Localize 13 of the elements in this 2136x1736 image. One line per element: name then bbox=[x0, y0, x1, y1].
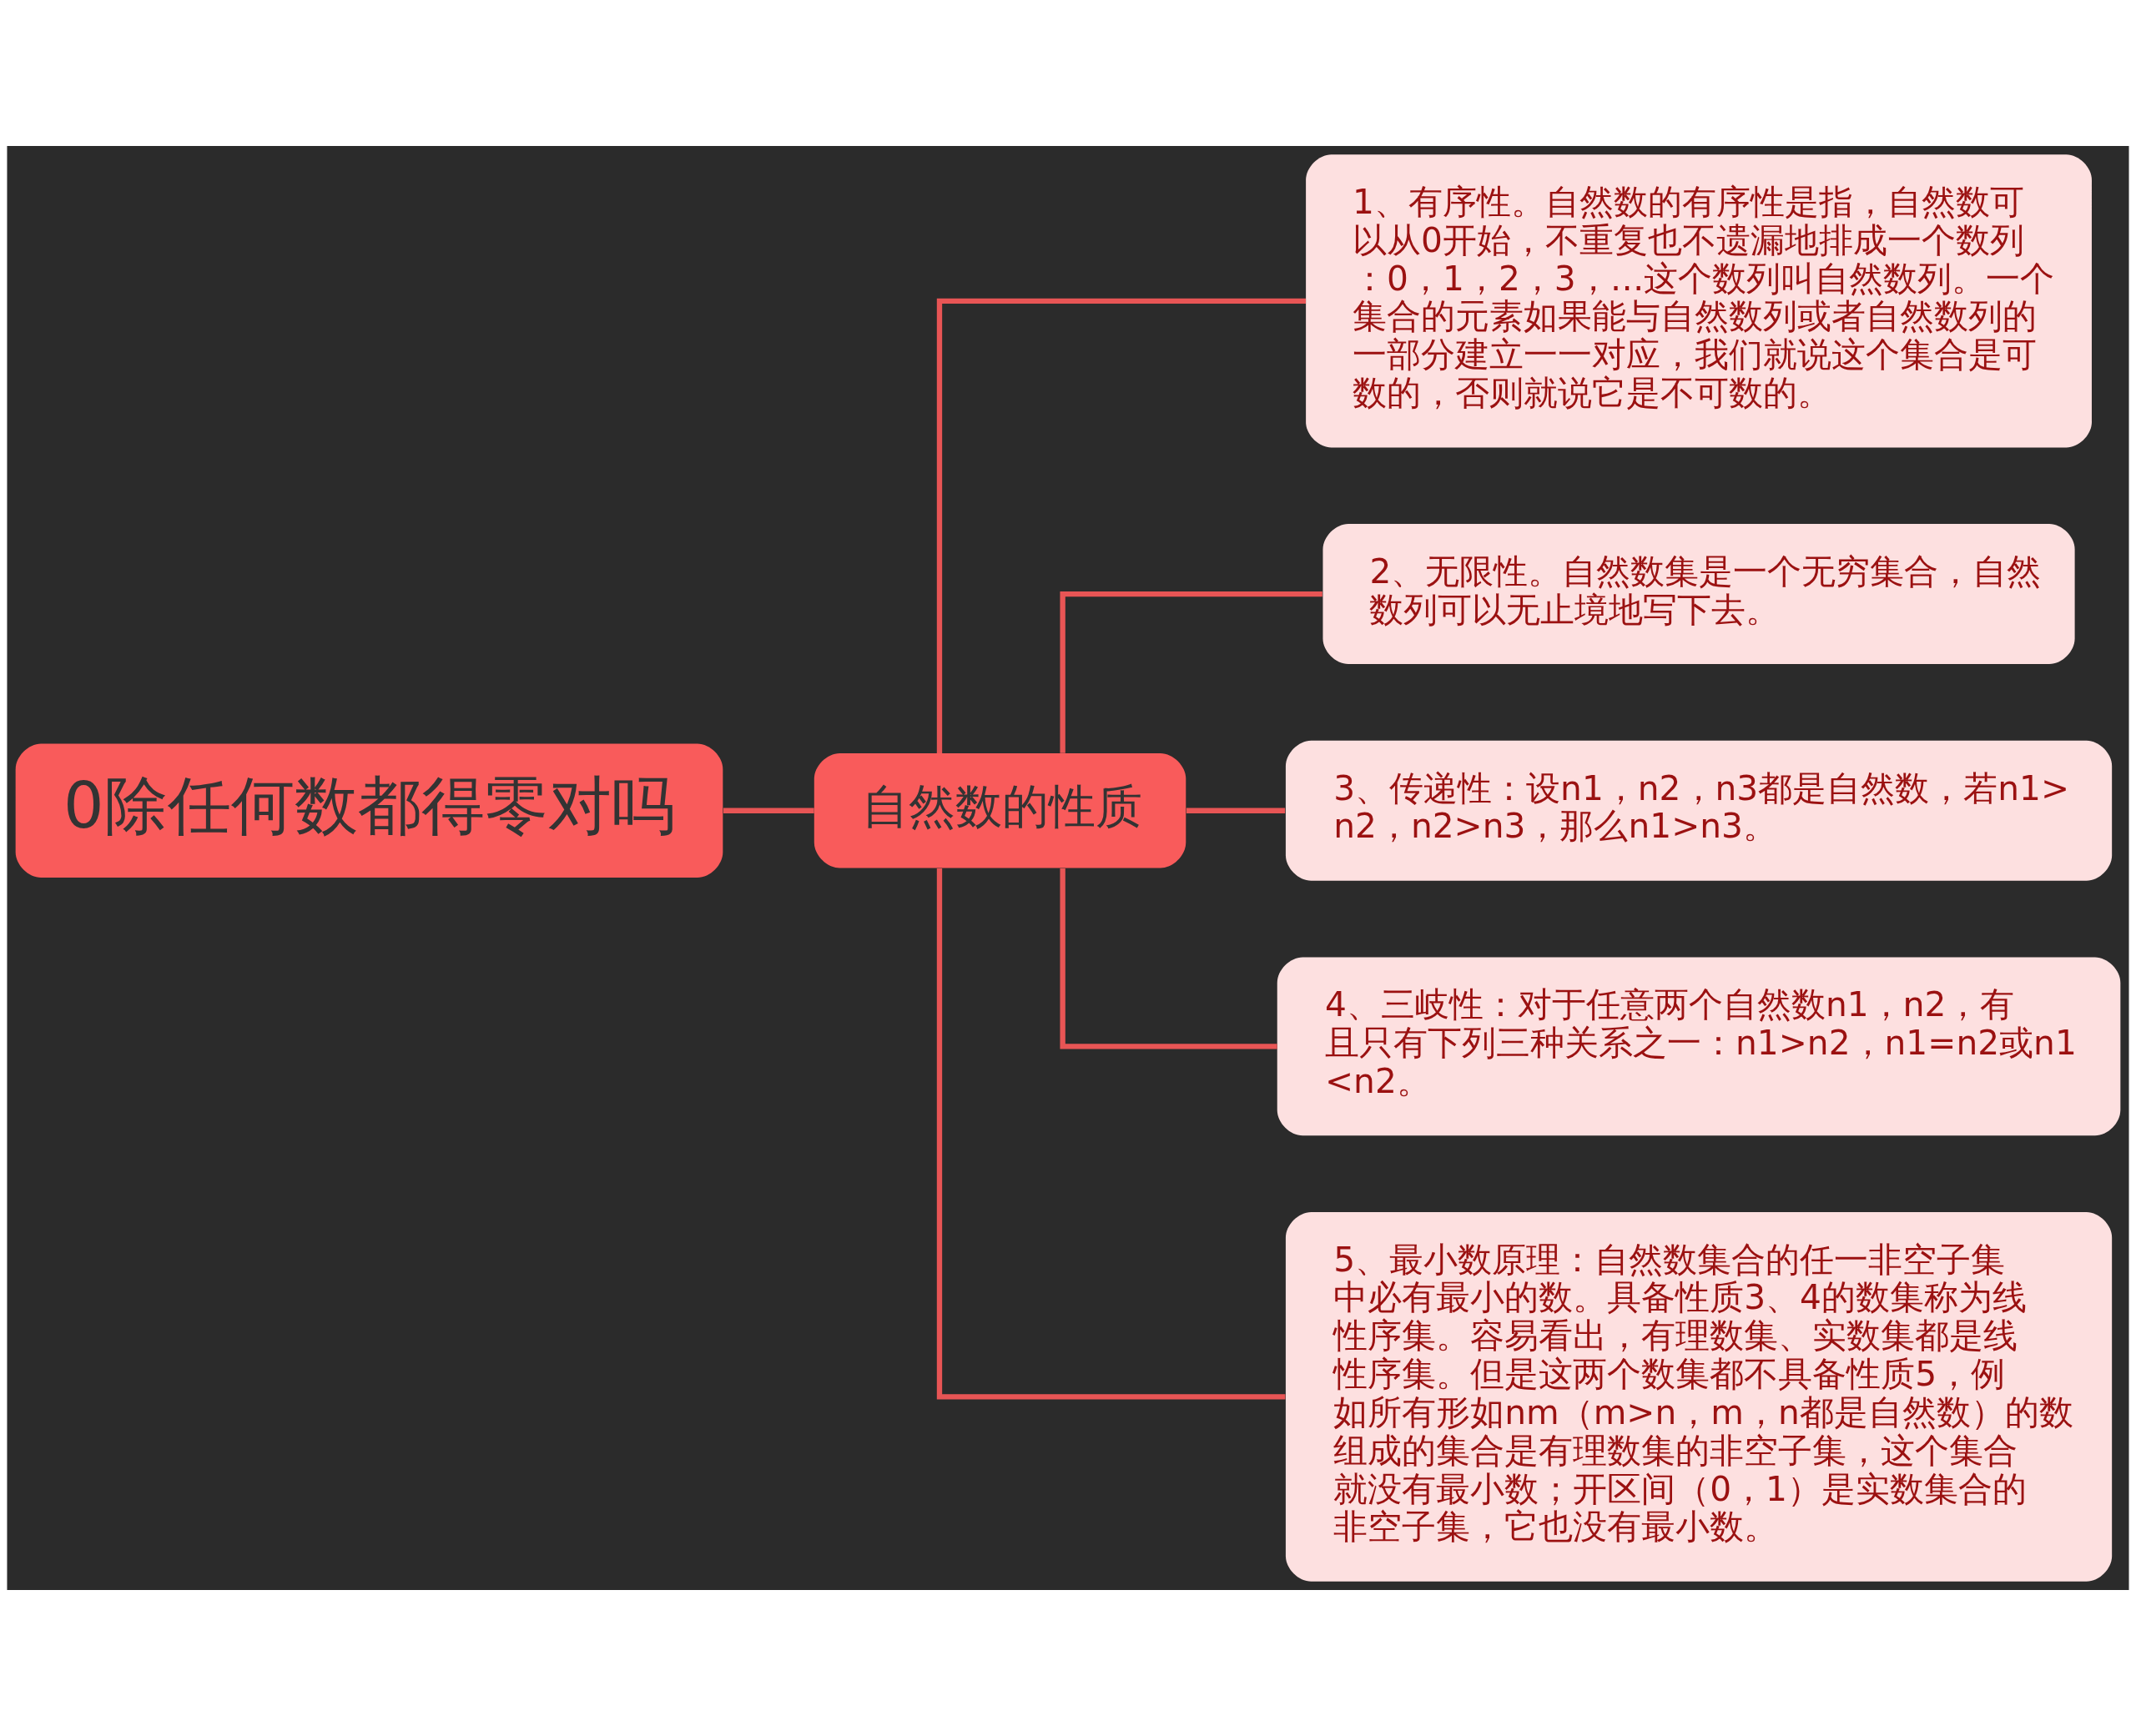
node-box: 1、有序性。自然数的有序性是指，自然数可以从0开始，不重复也不遗漏地排成一个数列：0，1，2，3，…这个数列叫自然数列。一个集合的元素如果能与自然数列或者自然数列的一部分建立一一对应，我们就说这个集合是可数的，否则就说它是不可数的。 bbox=[1306, 154, 2092, 448]
node-box: 5、最小数原理：自然数集合的任一非空子集中必有最小的数。具备性质3、4的数集称为线性序集。容易看出，有理数集、实数集都是线性序集。但是这两个数集都不具备性质5，例如所有形如nm（m>n，m，n都是自然数）的数组成的集合是有理数集的非空子集，这个集合就没有最小数；开区间（0，1）是实数集合的非空子集，它也没有最小数。 bbox=[1285, 1211, 2113, 1582]
node-box: 3、传递性：设n1，n2，n3都是自然数，若n1>n2，n2>n3，那么n1>n3。 bbox=[1285, 740, 2113, 881]
connector bbox=[1060, 591, 1322, 753]
connector bbox=[936, 868, 1286, 1400]
node-box: 2、无限性。自然数集是一个无穷集合，自然数列可以无止境地写下去。 bbox=[1322, 524, 2075, 665]
node-box: 4、三岐性：对于任意两个自然数n1，n2，有且只有下列三种关系之一：n1>n2，n1=n2或n1<n2。 bbox=[1277, 957, 2121, 1136]
connector bbox=[936, 298, 1307, 753]
connector bbox=[1186, 808, 1286, 813]
connector bbox=[723, 808, 814, 813]
node-box: 0除任何数都得零对吗 bbox=[15, 743, 723, 878]
node-box: 自然数的性质 bbox=[814, 753, 1186, 868]
connector bbox=[1060, 868, 1277, 1049]
